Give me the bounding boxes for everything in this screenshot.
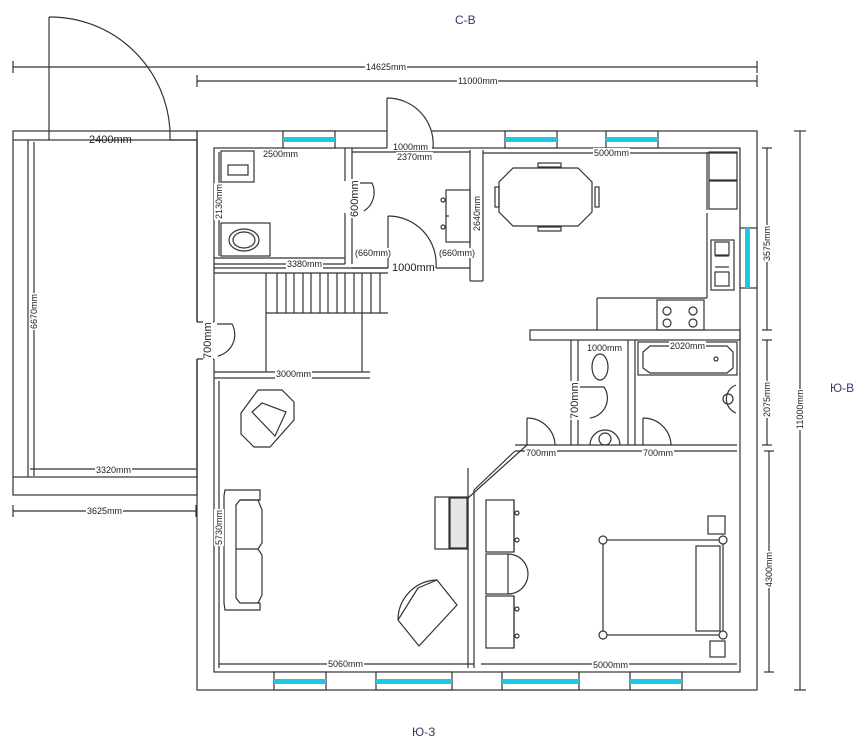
compass-south-west: Ю-З (412, 725, 436, 739)
compass-north-east: С-В (455, 13, 476, 27)
dim-label-hall-depth: 2640mm (472, 194, 482, 232)
dim-label-hall-right-passage: (660mm) (438, 248, 477, 258)
dim-label-house-depth: 11000mm (795, 388, 805, 430)
dim-label-bedroom-depth: 4300mm (764, 550, 774, 588)
windows-north (282, 130, 659, 149)
terrace (12, 16, 198, 496)
dim-label-living-width: 5060mm (327, 659, 365, 669)
dim-label-bath2-width: 2020mm (669, 341, 707, 351)
dim-label-bedroom-width: 5000mm (592, 660, 630, 670)
dim-label-wc-door: 700mm (569, 381, 581, 420)
dim-label-bedroom-door-left: 700mm (525, 448, 558, 458)
dim-label-bath1-depth: 2130mm (214, 182, 224, 220)
bedroom (481, 499, 737, 665)
kitchen (483, 151, 741, 341)
dim-label-bath1-width: 2500mm (262, 149, 300, 159)
dim-label-wc-width: 1000mm (586, 343, 624, 353)
dim-label-hall-top-door: 1000mm (393, 142, 429, 152)
dim-label-house-width: 11000mm (457, 76, 499, 86)
dim-label-terrace-depth: 6670mm (29, 292, 39, 330)
dim-label-bath1-door: 600mm (349, 179, 361, 218)
dim-label-bath2-depth: 2075mm (762, 380, 772, 418)
dim-label-living-side-door: 700mm (202, 321, 214, 360)
dim-label-bedroom-door-right: 700mm (642, 448, 675, 458)
dim-label-hall-bottom-door: 1000mm (392, 262, 435, 274)
dim-label-stair-block-width: 3380mm (286, 259, 324, 269)
wc-and-bathroom-2 (515, 340, 738, 452)
staircase (214, 267, 388, 379)
entrance-door (386, 97, 434, 150)
windows-south (273, 671, 683, 691)
side-door (195, 321, 236, 360)
dim-label-terrace-outer-width: 3625mm (86, 506, 124, 516)
exterior-walls (196, 130, 758, 691)
dim-label-living-depth: 5730mm (214, 508, 224, 546)
dim-label-hall-width: 2370mm (396, 152, 434, 162)
living-room (218, 381, 528, 668)
compass-south-east: Ю-В (830, 381, 855, 395)
dim-label-terrace-door: 2400mm (89, 134, 132, 146)
dim-label-kitchen-width: 5000mm (593, 148, 631, 158)
dim-label-terrace-inner-width: 3320mm (95, 465, 133, 475)
window-east (739, 227, 758, 289)
dim-label-hall-left-passage: (660mm) (354, 248, 393, 258)
dim-label-overall-width: 14625mm (365, 62, 408, 72)
dim-label-stair-under-width: 3000mm (275, 369, 313, 379)
dim-label-kitchen-depth: 3575mm (762, 224, 772, 262)
